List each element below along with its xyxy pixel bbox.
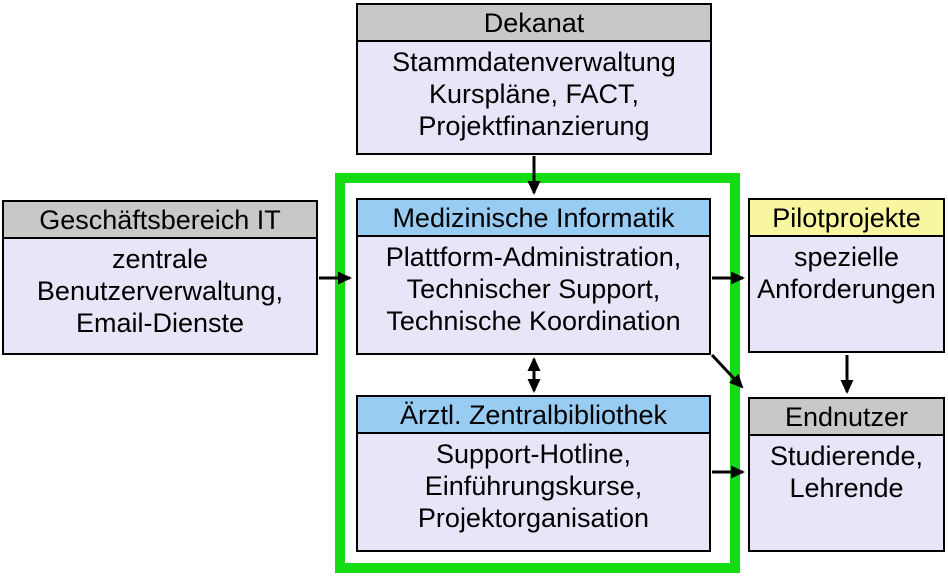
node-dekanat-line: Projektfinanzierung	[418, 111, 650, 141]
node-medizinische-informatik: Medizinische Informatik Plattform-Admini…	[356, 198, 711, 355]
node-endnutzer: Endnutzer Studierende, Lehrende	[748, 397, 945, 552]
node-pilotprojekte: Pilotprojekte spezielle Anforderungen	[748, 198, 945, 353]
node-pilotprojekte-body: spezielle Anforderungen	[750, 237, 943, 305]
node-medizinische-informatik-line: Technischer Support,	[406, 274, 661, 304]
node-endnutzer-line: Studierende,	[769, 441, 924, 471]
node-endnutzer-title: Endnutzer	[750, 399, 943, 436]
node-aerztl-zentralbibliothek-line: Einführungskurse,	[424, 471, 643, 501]
node-dekanat-line: Stammdatenverwaltung	[392, 47, 676, 77]
green-highlight-frame	[335, 173, 740, 573]
node-endnutzer-body: Studierende, Lehrende	[750, 436, 943, 504]
node-medizinische-informatik-body: Plattform-Administration, Technischer Su…	[358, 237, 709, 337]
node-geschaeftsbereich-it-title: Geschäftsbereich IT	[4, 202, 316, 239]
node-medizinische-informatik-title: Medizinische Informatik	[358, 200, 709, 237]
node-geschaeftsbereich-it-line: Benutzerverwaltung,	[36, 276, 284, 306]
node-geschaeftsbereich-it-line: zentrale	[111, 244, 209, 274]
node-dekanat-body: Stammdatenverwaltung Kurspläne, FACT, Pr…	[358, 42, 710, 142]
node-medizinische-informatik-line: Plattform-Administration,	[385, 242, 682, 272]
node-dekanat-line: Kurspläne, FACT,	[428, 79, 640, 109]
node-pilotprojekte-line: spezielle	[793, 242, 900, 272]
node-aerztl-zentralbibliothek-body: Support-Hotline, Einführungskurse, Proje…	[358, 434, 709, 534]
node-medizinische-informatik-line: Technische Koordination	[386, 306, 681, 336]
node-dekanat-title: Dekanat	[358, 5, 710, 42]
node-geschaeftsbereich-it-body: zentrale Benutzerverwaltung, Email-Diens…	[4, 239, 316, 339]
node-aerztl-zentralbibliothek-title: Ärztl. Zentralbibliothek	[358, 397, 709, 434]
node-endnutzer-line: Lehrende	[789, 473, 904, 503]
node-pilotprojekte-title: Pilotprojekte	[750, 200, 943, 237]
node-dekanat: Dekanat Stammdatenverwaltung Kurspläne, …	[356, 3, 712, 155]
node-aerztl-zentralbibliothek-line: Projektorganisation	[417, 503, 650, 533]
arrow-medizinische-informatik-to-endnutzer	[710, 353, 744, 389]
node-aerztl-zentralbibliothek-line: Support-Hotline,	[435, 439, 632, 469]
node-pilotprojekte-line: Anforderungen	[757, 274, 936, 304]
node-geschaeftsbereich-it-line: Email-Dienste	[75, 308, 245, 338]
node-aerztl-zentralbibliothek: Ärztl. Zentralbibliothek Support-Hotline…	[356, 395, 711, 552]
node-geschaeftsbereich-it: Geschäftsbereich IT zentrale Benutzerver…	[2, 200, 318, 355]
